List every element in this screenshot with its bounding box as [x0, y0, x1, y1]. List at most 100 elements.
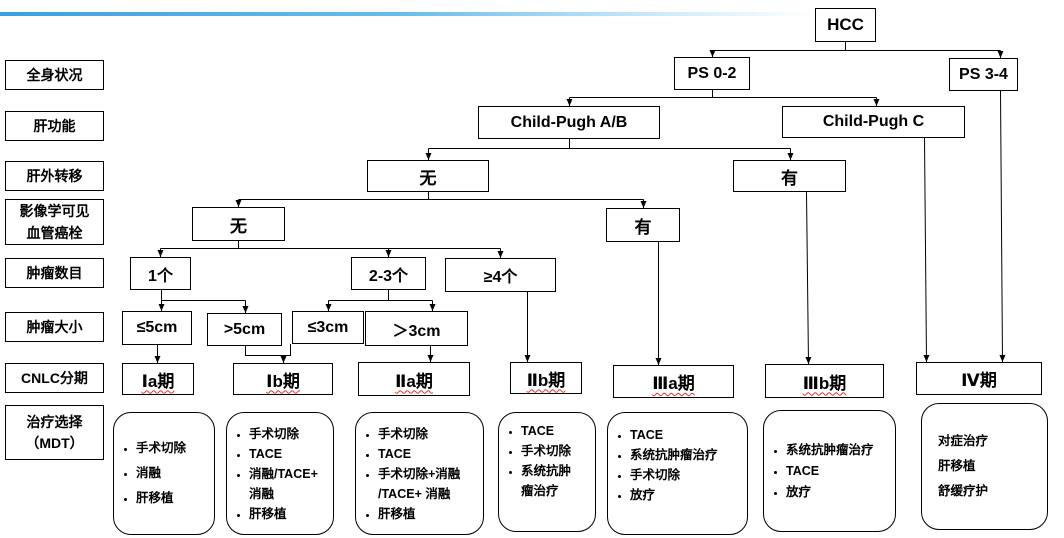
treatment-item: 肝移植	[938, 454, 988, 479]
child-pugh-ab-node: Child-Pugh A/B	[478, 106, 660, 139]
connector-ps-split	[569, 90, 877, 98]
treatment-list: 对症治疗 肝移植 舒缓疗护	[922, 429, 988, 504]
connector-single-size-split	[161, 290, 246, 301]
treatment-text: TACE	[249, 446, 283, 461]
treatment-item: 手术切除	[249, 424, 318, 444]
tumor-count-2-3-node: 2-3个	[351, 257, 426, 290]
treatment-item: 消融/TACE+ 消融	[249, 464, 318, 504]
treatment-text: 肝移植	[378, 506, 416, 521]
treatment-box-iiia: TACE 系统抗肿瘤治疗 手术切除 放疗	[607, 412, 748, 535]
treatment-item: TACE	[521, 421, 571, 441]
arrow-to-stage-iiib	[805, 191, 812, 365]
treatment-text: 系统抗肿	[521, 464, 572, 478]
treatment-text: 手术切除+消融	[378, 466, 461, 481]
treatment-box-iiib: 系统抗肿瘤治疗 TACE 放疗	[763, 410, 896, 532]
row-label-text: 全身状况	[26, 66, 83, 83]
stage-iv-label: Ⅳ期	[961, 371, 997, 390]
treatment-text: 消融/TACE+	[249, 466, 318, 481]
tumor-count-1-node: 1个	[130, 257, 191, 290]
treatment-item: 手术切除	[521, 441, 571, 461]
treatment-box-ia: 手术切除 消融 肝移植	[113, 412, 215, 535]
treatment-item: 肝移植	[378, 504, 460, 524]
treatment-item: 手术切除	[136, 436, 186, 461]
treatment-box-iia: 手术切除 TACE 手术切除+消融 /TACE+ 消融 肝移植	[355, 412, 484, 535]
treatment-text: 手术切除	[136, 441, 187, 455]
treatment-text: 肝移植	[938, 459, 976, 473]
size-le5cm-node: ≤5cm	[122, 311, 192, 345]
row-label-text: 肝外转移	[26, 167, 83, 184]
treatment-item: TACE	[249, 444, 318, 464]
row-label-text: 影像学可见	[19, 203, 90, 219]
treatment-text: 肝移植	[249, 506, 287, 521]
treatment-text-continuation: /TACE+ 消融	[378, 486, 451, 501]
treatment-text: TACE	[630, 428, 664, 442]
row-label-cnlc-stage: CNLC分期	[5, 363, 104, 393]
treatment-text: 肝移植	[136, 491, 174, 505]
stage-iib: Ⅱb期	[510, 362, 582, 394]
stage-iiib: Ⅲb期	[765, 364, 884, 398]
stage-iia-label: Ⅱa期	[395, 371, 433, 391]
treatment-item: TACE	[786, 461, 874, 482]
treatment-item: 放疗	[630, 485, 718, 505]
treatment-text: 手术切除	[249, 426, 300, 441]
row-label-tumor-number: 肿瘤数目	[5, 258, 104, 288]
vascular-yes-node: 有	[606, 208, 680, 242]
treatment-text: 系统抗肿瘤治疗	[630, 448, 718, 462]
treatment-text-continuation: 消融	[249, 486, 275, 501]
row-label-treatment-choice: 治疗选择 （MDT）	[5, 405, 104, 460]
row-label-vascular-invasion: 影像学可见 血管癌栓	[5, 199, 104, 245]
stage-ib: Ⅰb期	[233, 363, 333, 395]
stage-ia: Ⅰa期	[122, 363, 194, 395]
treatment-item: 系统抗肿瘤治疗	[786, 440, 874, 461]
size-le3cm-node: ≤3cm	[292, 311, 364, 344]
treatment-item: TACE	[378, 444, 460, 464]
treatment-text: 消融	[136, 466, 162, 480]
treatment-item: 对症治疗	[938, 429, 988, 454]
row-label-text: （MDT）	[25, 434, 84, 451]
connector-vascular-split	[160, 241, 501, 249]
treatment-list: 手术切除 TACE 消融/TACE+ 消融 肝移植	[227, 424, 318, 524]
treatment-list: 手术切除 消融 肝移植	[114, 436, 186, 511]
size-gt5cm-node: >5cm	[207, 313, 282, 346]
child-pugh-c-node: Child-Pugh C	[782, 106, 965, 138]
treatment-item: 舒缓疗护	[938, 479, 988, 504]
extrahepatic-no-node: 无	[367, 160, 489, 192]
hcc-node: HCC	[815, 8, 876, 42]
treatment-box-iv: 对症治疗 肝移植 舒缓疗护	[921, 403, 1048, 530]
treatment-text: 手术切除	[630, 468, 681, 482]
treatment-text: TACE	[786, 463, 820, 478]
stage-ia-label: Ⅰa期	[141, 371, 175, 391]
treatment-text: TACE	[378, 446, 412, 461]
stage-iia: Ⅱa期	[358, 362, 470, 396]
treatment-item: 消融	[136, 461, 186, 486]
vascular-no-node: 无	[192, 207, 285, 241]
connector-child-pugh-split	[428, 139, 791, 149]
arrow-ps-3-4-to-stage-iv	[999, 90, 1006, 363]
treatment-list: TACE 系统抗肿瘤治疗 手术切除 放疗	[608, 425, 718, 505]
stage-iiia: Ⅲa期	[613, 365, 734, 398]
treatment-list: TACE 手术切除 系统抗肿 瘤治疗	[499, 421, 571, 501]
treatment-item: 手术切除	[378, 424, 460, 444]
arrow-child-pugh-c-to-stage-iv	[923, 137, 930, 363]
treatment-text: 放疗	[786, 484, 812, 499]
treatment-item: 手术切除+消融 /TACE+ 消融	[378, 464, 460, 504]
row-label-tumor-size: 肿瘤大小	[5, 312, 104, 342]
treatment-box-ib: 手术切除 TACE 消融/TACE+ 消融 肝移植	[226, 412, 334, 535]
treatment-box-iib: TACE 手术切除 系统抗肿 瘤治疗	[498, 412, 596, 532]
treatment-text: 系统抗肿瘤治疗	[786, 442, 874, 457]
connector-to-stage-ib	[245, 344, 291, 356]
stage-ib-label: Ⅰb期	[266, 371, 300, 391]
treatment-item: 肝移植	[136, 486, 186, 511]
row-label-text: CNLC分期	[21, 369, 88, 386]
connector-multi-size-split	[328, 290, 433, 301]
stage-iv: Ⅳ期	[916, 362, 1042, 395]
treatment-text: 手术切除	[378, 426, 429, 441]
row-label-text: 血管癌栓	[26, 225, 83, 241]
extrahepatic-yes-node: 有	[733, 160, 846, 192]
treatment-text: 手术切除	[521, 444, 572, 458]
row-label-general-status: 全身状况	[5, 60, 104, 90]
treatment-text: TACE	[521, 424, 555, 438]
stage-iiib-label: Ⅲb期	[802, 373, 847, 393]
row-label-liver-function: 肝功能	[5, 111, 104, 141]
